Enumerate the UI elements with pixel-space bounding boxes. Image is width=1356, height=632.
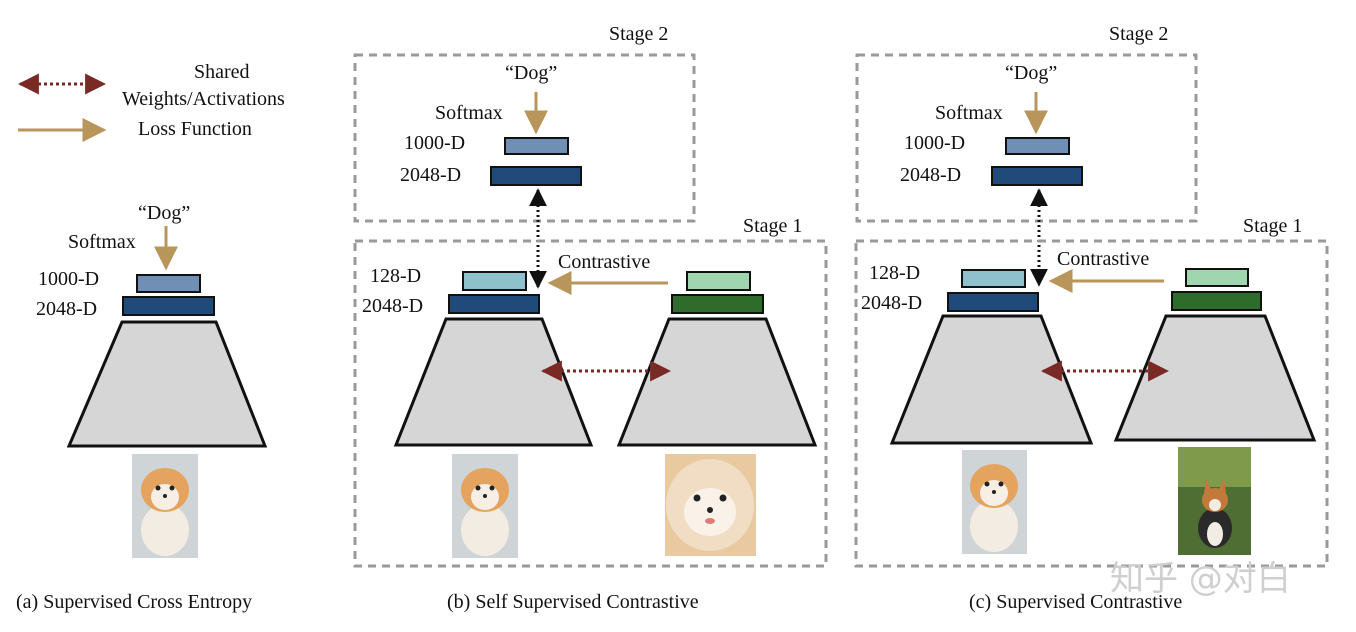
legend: Shared Weights/Activations Loss Function [17, 61, 285, 142]
panel-c-dog-image-left [962, 450, 1027, 554]
panel-a-box-1000 [136, 274, 201, 293]
panel-c-box-128 [961, 269, 1026, 288]
panel-c-softmax: Softmax [935, 102, 1003, 124]
panel-a-dog-image [132, 454, 198, 558]
panel-c-dim-128: 128-D [869, 262, 920, 284]
panel-b-softmax: Softmax [435, 102, 503, 124]
panel-a-caption: (a) Supervised Cross Entropy [16, 591, 252, 613]
panel-c-caption: (c) Supervised Contrastive [969, 591, 1182, 613]
panel-b-stage2-label: Stage 2 [609, 23, 668, 45]
panel-c-box-2048 [947, 292, 1039, 312]
panel-c-stage2-label: Stage 2 [1109, 23, 1168, 45]
panel-b-box-128-green [686, 271, 751, 291]
panel-c-stage1-box [854, 239, 1329, 568]
legend-shared-line1: Shared [194, 61, 250, 83]
panel-a-box-2048 [122, 296, 215, 316]
panel-c-box-128-green [1185, 268, 1249, 287]
panel-b-encoder-left [393, 317, 594, 447]
panel-b-dog-image-right [665, 454, 756, 556]
panel-c: Stage 2 “Dog” Softmax 1000-D 2048-D Stag… [854, 23, 1329, 613]
panel-b-dim-128: 128-D [370, 265, 421, 287]
panel-b-dim-1000: 1000-D [404, 132, 465, 154]
panel-b-contrastive-label: Contrastive [558, 251, 650, 273]
panel-b-box-2048-green [671, 294, 764, 314]
panel-c-contrastive-label: Contrastive [1057, 248, 1149, 270]
panel-c-encoder-left [889, 314, 1094, 445]
panel-b-box-2048 [448, 294, 540, 314]
panel-c-dim-2048-top: 2048-D [900, 164, 961, 186]
panel-c-dim-1000: 1000-D [904, 132, 965, 154]
panel-c-dim-2048: 2048-D [861, 292, 922, 314]
panel-b-stage2-box [353, 53, 696, 223]
panel-a-encoder-trapezoid [66, 320, 268, 448]
panel-b-class-label: “Dog” [505, 62, 557, 84]
panel-b-encoder-right [616, 317, 818, 447]
panel-c-dog-image-right [1178, 447, 1251, 555]
panel-b-dim-2048-top: 2048-D [400, 164, 461, 186]
watermark: 知乎 @对白 [1110, 559, 1291, 599]
panel-c-encoder-right [1113, 314, 1317, 442]
panel-a: “Dog” Softmax 1000-D 2048-D (a) Supervis… [16, 202, 268, 613]
panel-c-box-2048-top [991, 166, 1083, 186]
panel-b-caption: (b) Self Supervised Contrastive [447, 591, 699, 613]
panel-a-class-label: “Dog” [138, 202, 190, 224]
legend-loss-label: Loss Function [138, 118, 252, 140]
panel-b-stage1-box [353, 239, 828, 568]
panel-b-box-2048-top [490, 166, 582, 186]
panel-b-dim-2048: 2048-D [362, 295, 423, 317]
panel-a-softmax: Softmax [68, 231, 136, 253]
panel-b-box-1000 [504, 137, 569, 155]
panel-c-stage1-label: Stage 1 [1243, 215, 1302, 237]
panel-c-box-2048-green [1171, 291, 1262, 311]
panel-b-stage1-label: Stage 1 [743, 215, 802, 237]
panel-c-box-1000 [1005, 137, 1070, 155]
panel-c-class-label: “Dog” [1005, 62, 1057, 84]
panel-b-dog-image-left [452, 454, 518, 558]
panel-b-box-128 [462, 271, 527, 291]
panel-c-stage2-box [855, 53, 1198, 223]
legend-shared-line2: Weights/Activations [122, 88, 285, 110]
panel-a-dim-1000: 1000-D [38, 268, 99, 290]
panel-a-dim-2048: 2048-D [36, 298, 97, 320]
panel-b: Stage 2 “Dog” Softmax 1000-D 2048-D Stag… [353, 23, 828, 613]
